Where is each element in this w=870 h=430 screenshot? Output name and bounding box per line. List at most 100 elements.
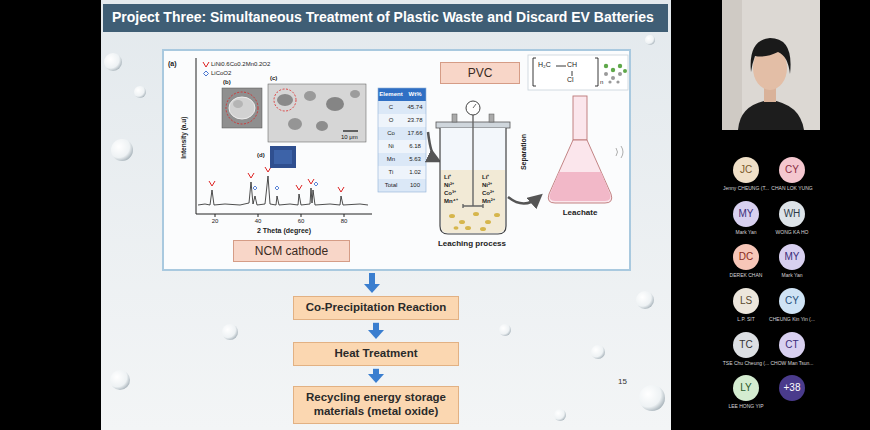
participant-name: CHAN LOK YUNG [771, 185, 812, 191]
scale-bar-label: 10 μm [341, 134, 358, 141]
participant-avatar: +38 [779, 375, 805, 401]
participant-initials: LS [733, 288, 759, 314]
xrd-plot-part [209, 167, 344, 192]
participant-initials: WH [779, 201, 805, 227]
element-table-grid-part [378, 101, 426, 114]
pvc-formula-card-part [572, 71, 573, 76]
speaker-video [722, 0, 820, 130]
xrd-plot-part [344, 214, 345, 217]
pvc-formula-card-part-part [608, 80, 611, 83]
xrd-plot-part [196, 58, 197, 214]
process-box: Co-Precipitation Reaction [293, 296, 459, 320]
box-text: Co-Precipitation Reaction [300, 301, 452, 315]
water-droplets-part [636, 291, 654, 309]
pvc-formula-card-part-part [616, 80, 619, 83]
ion-label: Co²⁺ [482, 190, 494, 197]
leaching-reactor-part-part [485, 220, 491, 224]
participant-name: Jenny CHEUNG (T... [723, 185, 769, 191]
xrd-plot-part [258, 214, 259, 217]
pvc-formula-card-part-part [611, 68, 615, 72]
participant-initials: TC [733, 332, 759, 358]
table-cell: 17.66 [404, 127, 426, 140]
sem-images-part [343, 130, 358, 131]
participant-initials: CY [779, 157, 805, 183]
participant-name: CHOW Man Tsun... [771, 360, 814, 366]
participant-avatar: MYMark Yan [733, 201, 759, 227]
table-cell: 1.02 [404, 166, 426, 179]
sem-images-part [270, 146, 296, 168]
separation-arrow-part [508, 197, 539, 204]
separation-arrow [508, 197, 539, 204]
leachate-flask-part [548, 140, 612, 203]
participant-avatar: LYLEE HONG YIP [733, 375, 759, 401]
xrd-plot-part [204, 71, 209, 76]
material-label-box: NCM cathode [233, 240, 350, 262]
leaching-reactor-part-part [459, 220, 465, 224]
speaker-video-part [722, 0, 820, 130]
legend-text: LiCoO2 [211, 70, 231, 77]
leaching-reactor-part-part [465, 226, 471, 230]
xrd-plot-part [203, 62, 209, 67]
sem-images-part [277, 94, 293, 106]
element-table-grid-part [378, 179, 426, 192]
formula-text: CH [567, 61, 577, 69]
arrow-head [368, 374, 384, 383]
participant-avatar: CTCHOW Man Tsun... [779, 332, 805, 358]
participant-initials: MY [779, 244, 805, 270]
participant-name: WONG KA HO [776, 229, 809, 235]
water-droplets-part [639, 385, 665, 411]
table-cell: Mn [378, 153, 404, 166]
leachate-flask-part [550, 172, 611, 201]
pvc-formula-card-part-part [618, 64, 622, 68]
leaching-reactor-part-part [473, 212, 479, 216]
axis-title: Intensity (a.u) [180, 117, 187, 159]
axis-tick: 60 [298, 218, 305, 225]
pvc-formula-card-part [533, 58, 598, 86]
water-droplets [104, 35, 665, 421]
participant-name: Mark Yan [736, 229, 757, 235]
xrd-plot-part [253, 182, 318, 190]
formula-text: Cl [567, 76, 574, 84]
page-number: 15 [618, 377, 627, 386]
process-box: Heat Treatment [293, 342, 459, 366]
element-table-grid-part [378, 166, 426, 179]
leaching-reactor [436, 101, 510, 234]
leaching-reactor-part [463, 204, 483, 208]
box-text: Heat Treatment [300, 347, 452, 361]
leaching-reactor-part-part [454, 226, 459, 230]
participant-avatar: WHWONG KA HO [779, 201, 805, 227]
element-table-grid [378, 88, 426, 192]
pvc-formula-card-part-part [618, 72, 622, 76]
participant-avatar: MYMark Yan [779, 244, 805, 270]
table-cell: Ti [378, 166, 404, 179]
leaching-reactor-part-part [494, 213, 500, 217]
participant-name: L.P. SIT [737, 316, 754, 322]
process-box: Recycling energy storage materials (meta… [293, 386, 459, 424]
sem-images-part [233, 100, 243, 108]
participant-name: TSE Chu Cheung (... [723, 360, 769, 366]
axis-tick: 20 [212, 218, 219, 225]
leaching-reactor-part-part [480, 227, 486, 231]
ion-label: Mn⁴⁺ [444, 198, 458, 205]
pvc-formula-card-part-part [604, 72, 608, 76]
sem-images-part [274, 89, 296, 111]
xrd-plot-part [301, 214, 302, 217]
panel-letter: (c) [270, 75, 277, 82]
sem-images [222, 84, 366, 168]
participant-avatar: CYCHEUNG Kin Yin (... [779, 288, 805, 314]
table-cell: 23.78 [404, 114, 426, 127]
pvc-formula-card-part-part [623, 69, 627, 73]
flow-arrow [364, 273, 380, 293]
water-droplets-part [222, 324, 238, 340]
sem-images-part [268, 84, 366, 142]
flow-arrow-part [364, 284, 380, 293]
table-cell: 100 [404, 179, 426, 192]
speaker-video-part [751, 38, 791, 74]
feed-arrow-part [428, 132, 437, 160]
panel-letter: (b) [223, 79, 231, 86]
leaching-reactor-part [466, 101, 480, 115]
pvc-formula-card-part-part [611, 76, 615, 80]
element-table-grid-part [378, 88, 426, 192]
table-cell: Wt% [404, 88, 426, 101]
slide-background-part [101, 0, 671, 430]
